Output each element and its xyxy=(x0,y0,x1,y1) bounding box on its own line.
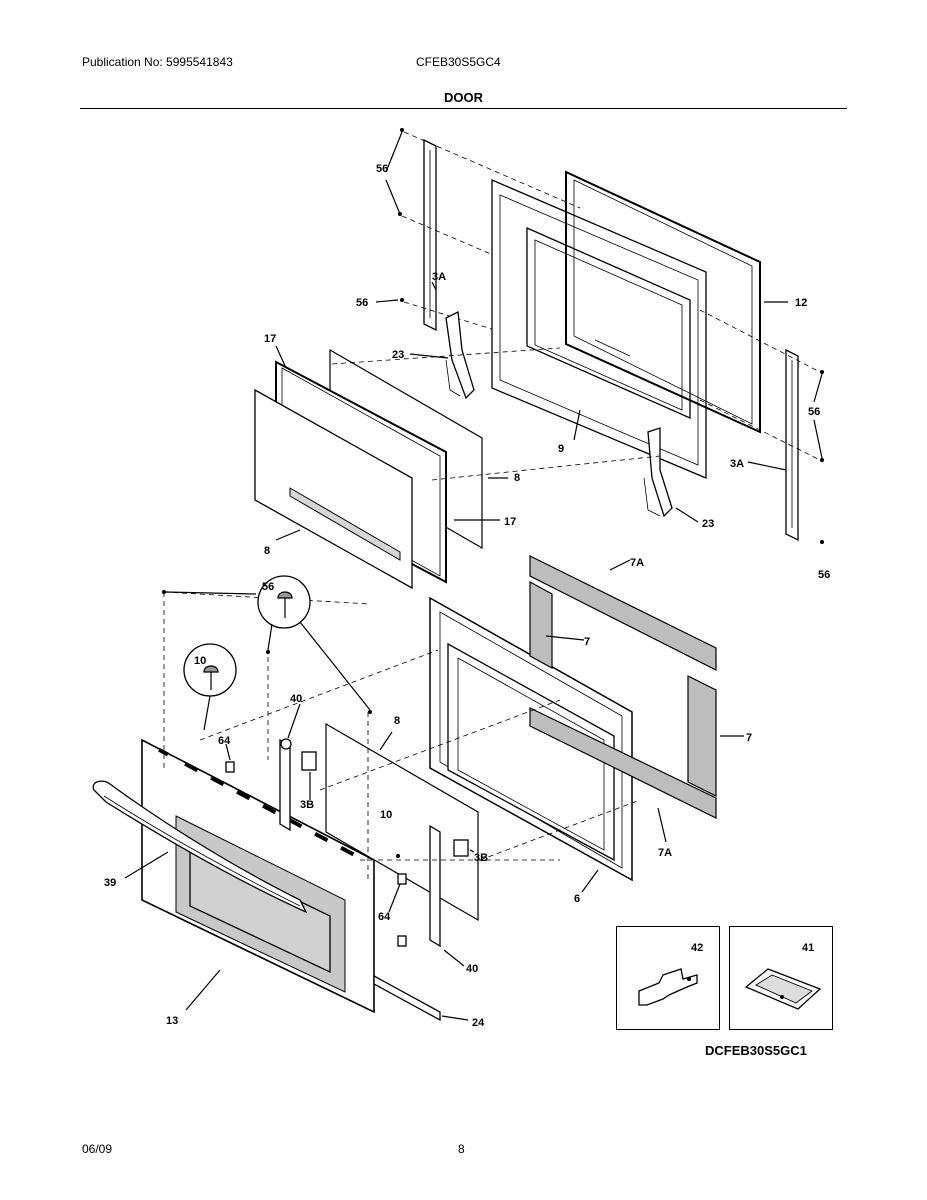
callout-56: 56 xyxy=(376,163,388,175)
model-number: CFEB30S5GC4 xyxy=(416,55,501,69)
footer-date: 06/09 xyxy=(82,1142,113,1156)
callout-39: 39 xyxy=(104,877,116,889)
callout-7: 7 xyxy=(746,732,752,744)
callout-24: 24 xyxy=(472,1017,485,1029)
callout-8: 8 xyxy=(264,545,270,557)
screw-56-a xyxy=(400,128,404,132)
callout-23: 23 xyxy=(392,349,404,361)
screw-56-detail xyxy=(165,575,371,711)
callout-56: 56 xyxy=(262,581,274,593)
callout-41: 41 xyxy=(802,942,814,954)
callout-3b: 3B xyxy=(474,852,488,864)
callout-13: 13 xyxy=(166,1015,178,1027)
inner-door-panel xyxy=(491,179,707,479)
callout-40: 40 xyxy=(290,693,302,705)
clip-3b-left xyxy=(301,751,317,771)
callout-7a: 7A xyxy=(658,847,672,859)
callout-10: 10 xyxy=(194,655,206,667)
bracket-42-drawing: 42 xyxy=(638,942,703,1006)
callout-9: 9 xyxy=(558,443,564,455)
callout-17: 17 xyxy=(264,333,276,345)
callout-56: 56 xyxy=(808,406,820,418)
hinge-channel-left xyxy=(423,138,437,332)
inset-part-41: 41 xyxy=(729,926,833,1030)
vent-slots xyxy=(158,748,355,857)
callout-64: 64 xyxy=(218,735,231,747)
callout-6: 6 xyxy=(574,893,580,905)
door-liner xyxy=(429,596,633,882)
section-title: DOOR xyxy=(444,90,483,105)
callout-56: 56 xyxy=(818,569,830,581)
callout-8: 8 xyxy=(394,715,400,727)
callout-64: 64 xyxy=(378,911,391,923)
inset-part-42: 42 xyxy=(616,926,720,1030)
clip-3b-right xyxy=(453,839,469,857)
door-handle xyxy=(92,780,308,914)
door-gasket xyxy=(565,170,761,434)
bracket-41-drawing: 41 xyxy=(744,942,822,1010)
callout-3a: 3A xyxy=(730,458,744,470)
hinge-channel-right xyxy=(785,348,799,542)
callout-56: 56 xyxy=(356,297,368,309)
screw-10-detail xyxy=(183,643,237,731)
callout-42: 42 xyxy=(691,942,703,954)
callout-7: 7 xyxy=(584,636,590,648)
side-bracket-left xyxy=(279,738,292,832)
callout-8: 8 xyxy=(514,472,520,484)
insulation-strips xyxy=(529,555,717,819)
publication-number: Publication No: 5995541843 xyxy=(82,55,233,69)
glass-pack xyxy=(254,348,483,590)
page-number: 8 xyxy=(458,1142,465,1156)
callout-12: 12 xyxy=(795,297,807,309)
callout-10: 10 xyxy=(380,809,392,821)
callout-17: 17 xyxy=(504,516,516,528)
hinge-lower xyxy=(643,427,673,518)
screw-56-c xyxy=(400,298,404,302)
callout-3a: 3A xyxy=(432,271,446,283)
side-bracket-right xyxy=(429,824,441,948)
header-divider xyxy=(80,108,847,109)
bottom-rail xyxy=(373,974,441,1022)
callout-3b: 3B xyxy=(300,799,314,811)
callout-23: 23 xyxy=(702,518,714,530)
diagram-code: DCFEB30S5GC1 xyxy=(705,1043,807,1058)
callout-7a: 7A xyxy=(630,557,644,569)
callout-40: 40 xyxy=(466,963,478,975)
